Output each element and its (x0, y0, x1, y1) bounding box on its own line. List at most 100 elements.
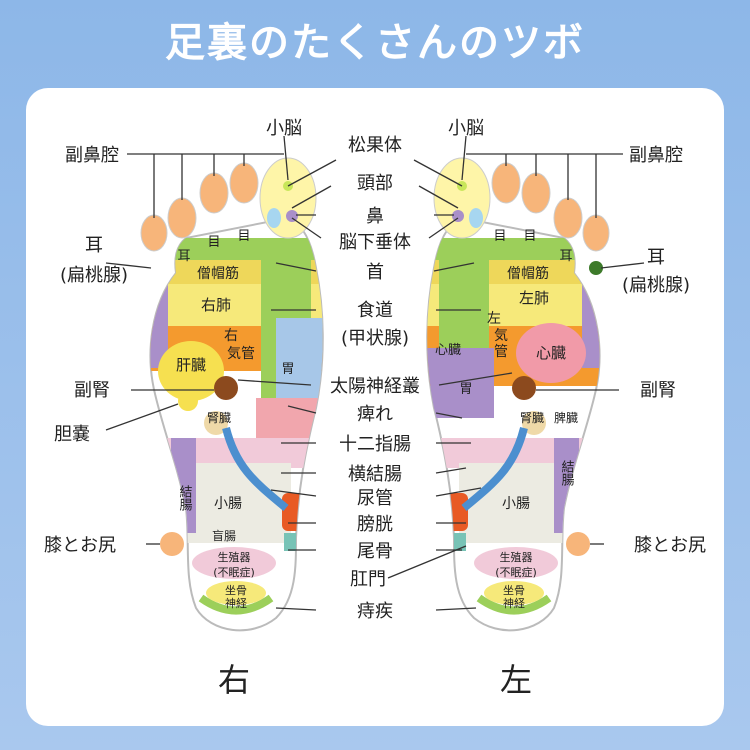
label-neck: 首 (366, 262, 384, 283)
left-reproductive-zone (474, 547, 558, 579)
label-coccyx: 尾骨 (357, 541, 393, 562)
label-sinus-left: 副鼻腔 (629, 145, 683, 166)
right-ureter-line (222, 427, 289, 512)
label-hemorrhoids: 痔疾 (357, 601, 393, 622)
right-knee-zone (160, 532, 184, 556)
left-ureter-line (461, 427, 528, 512)
zone-spleen: 脾臓 (554, 410, 578, 425)
zone-eye-left-1: 目 (493, 229, 506, 244)
zone-reproductive-left: 生殖器 (500, 550, 533, 564)
label-esophagus: 食道 (357, 300, 393, 321)
left-adrenal-zone (512, 376, 536, 400)
label-head: 頭部 (357, 173, 393, 194)
label-thyroid: (甲状腺) (341, 328, 409, 349)
right-liver-zone (158, 341, 224, 401)
zone-sciatic-right-2: 神経 (225, 596, 247, 610)
left-neck-band (427, 238, 600, 260)
zone-bronchi-left-1: 気 (494, 328, 508, 344)
left-foot (426, 157, 610, 632)
label-ear-left: 耳 (647, 247, 665, 268)
zone-sciatic-left-1: 坐骨 (503, 584, 525, 597)
label-bladder: 膀胱 (357, 514, 393, 535)
zone-heart-left: 心臓 (536, 344, 566, 362)
right-reproductive-zone (192, 547, 276, 579)
zone-eye-right-2: 目 (237, 229, 250, 244)
label-nose: 鼻 (366, 206, 384, 227)
right-bladder-zone (282, 493, 308, 531)
zone-stomach-left: 胃 (459, 382, 472, 397)
zone-reproductive-right: 生殖器 (218, 550, 251, 564)
right-adrenal-zone (214, 376, 238, 400)
label-numbness: 痺れ (357, 404, 393, 425)
label-sinus-right: 副鼻腔 (65, 145, 119, 166)
zone-lung-left: 左肺 (519, 289, 549, 307)
right-sciatic-arc (198, 594, 274, 615)
left-heart-zone (516, 323, 586, 383)
label-cerebellum-right: 小脳 (266, 118, 302, 139)
zone-trapezius-right: 僧帽筋 (197, 265, 239, 282)
left-ear-zone (589, 261, 603, 275)
label-ear-right: 耳 (85, 235, 103, 256)
zone-kidney-right: 腎臓 (207, 411, 231, 425)
right-toes (140, 157, 317, 252)
zone-bronchi-right: 気管 (227, 346, 255, 362)
label-solar-plexus: 太陽神経叢 (330, 376, 420, 397)
label-adrenal-right: 副腎 (74, 380, 110, 401)
right-sciatic-zone (206, 581, 266, 605)
left-bladder-zone (442, 493, 468, 531)
label-transverse-colon: 横結腸 (348, 464, 402, 485)
zone-left-char: 左 (487, 311, 501, 327)
label-cerebellum-left: 小脳 (448, 118, 484, 139)
zone-colon-right: 結腸 (177, 485, 193, 511)
zone-kidney-left: 腎臓 (520, 411, 544, 425)
zone-small-intestine-left: 小腸 (502, 496, 530, 512)
right-kidney-zone (204, 411, 228, 435)
callout-labels: 小脳 小脳 副鼻腔 副鼻腔 松果体 頭部 鼻 脳下垂体 耳 (扁桃腺) 耳 (扁… (44, 118, 706, 622)
zone-liver: 肝臓 (176, 356, 206, 374)
right-purple-side (150, 248, 168, 368)
zone-bronchi-left-2: 管 (494, 344, 508, 360)
foot-reflexology-diagram: 小脳 小脳 副鼻腔 副鼻腔 松果体 頭部 鼻 脳下垂体 耳 (扁桃腺) 耳 (扁… (44, 118, 706, 699)
side-label-left: 左 (500, 661, 532, 699)
label-tonsil-right: (扁桃腺) (60, 265, 128, 286)
label-duodenum: 十二指腸 (339, 434, 411, 455)
side-label-right: 右 (218, 661, 250, 699)
zone-trapezius-left: 僧帽筋 (507, 265, 549, 282)
zone-small-intestine-right: 小腸 (214, 496, 242, 512)
zone-lung-right: 右肺 (201, 296, 231, 314)
zone-labels-right: 耳 目 目 僧帽筋 右肺 右 気管 肝臓 胃 腎臓 結腸 小腸 盲腸 生殖器 (… (176, 229, 295, 610)
zone-sciatic-right-1: 坐骨 (225, 584, 247, 597)
zone-sciatic-left-2: 神経 (503, 596, 525, 610)
zone-colon-left: 結腸 (559, 460, 575, 486)
leader-lines (105, 135, 645, 611)
zone-insomnia-right: (不眠症) (213, 565, 255, 579)
label-gallbladder: 胆嚢 (54, 424, 90, 445)
label-knee-hip-right: 膝とお尻 (44, 535, 116, 556)
zone-right-char: 右 (224, 328, 238, 344)
label-adrenal-left: 副腎 (640, 380, 676, 401)
left-sciatic-arc (476, 594, 552, 615)
left-stomach-zone (427, 348, 494, 418)
left-sciatic-zone (484, 581, 544, 605)
page-title: 足裏のたくさんのツボ (165, 20, 585, 66)
label-pituitary: 脳下垂体 (339, 232, 411, 253)
label-knee-hip-left: 膝とお尻 (634, 535, 706, 556)
zone-ear-left: 耳 (559, 249, 572, 264)
right-gallbladder-zone (178, 391, 198, 411)
zone-ear-right: 耳 (177, 249, 190, 264)
zone-labels-left: 耳 目 目 僧帽筋 左肺 左 気 管 心臓 心臓 胃 腎臓 脾臓 結腸 小腸 生… (435, 229, 578, 610)
zone-stomach-right: 胃 (281, 362, 294, 377)
zone-insomnia-left: (不眠症) (495, 565, 537, 579)
label-pineal: 松果体 (348, 135, 402, 156)
zone-cecum: 盲腸 (212, 528, 236, 543)
right-stomach-zone (276, 318, 323, 408)
label-tonsil-left: (扁桃腺) (622, 275, 690, 296)
left-knee-zone (566, 532, 590, 556)
zone-eye-right-1: 目 (207, 235, 220, 250)
left-kidney-zone (522, 411, 546, 435)
diagram-card: 小脳 小脳 副鼻腔 副鼻腔 松果体 頭部 鼻 脳下垂体 耳 (扁桃腺) 耳 (扁… (26, 88, 724, 726)
right-neck-band (150, 238, 323, 260)
zone-eye-left-2: 目 (523, 229, 536, 244)
label-anus: 肛門 (350, 569, 386, 590)
label-ureter: 尿管 (357, 488, 393, 509)
